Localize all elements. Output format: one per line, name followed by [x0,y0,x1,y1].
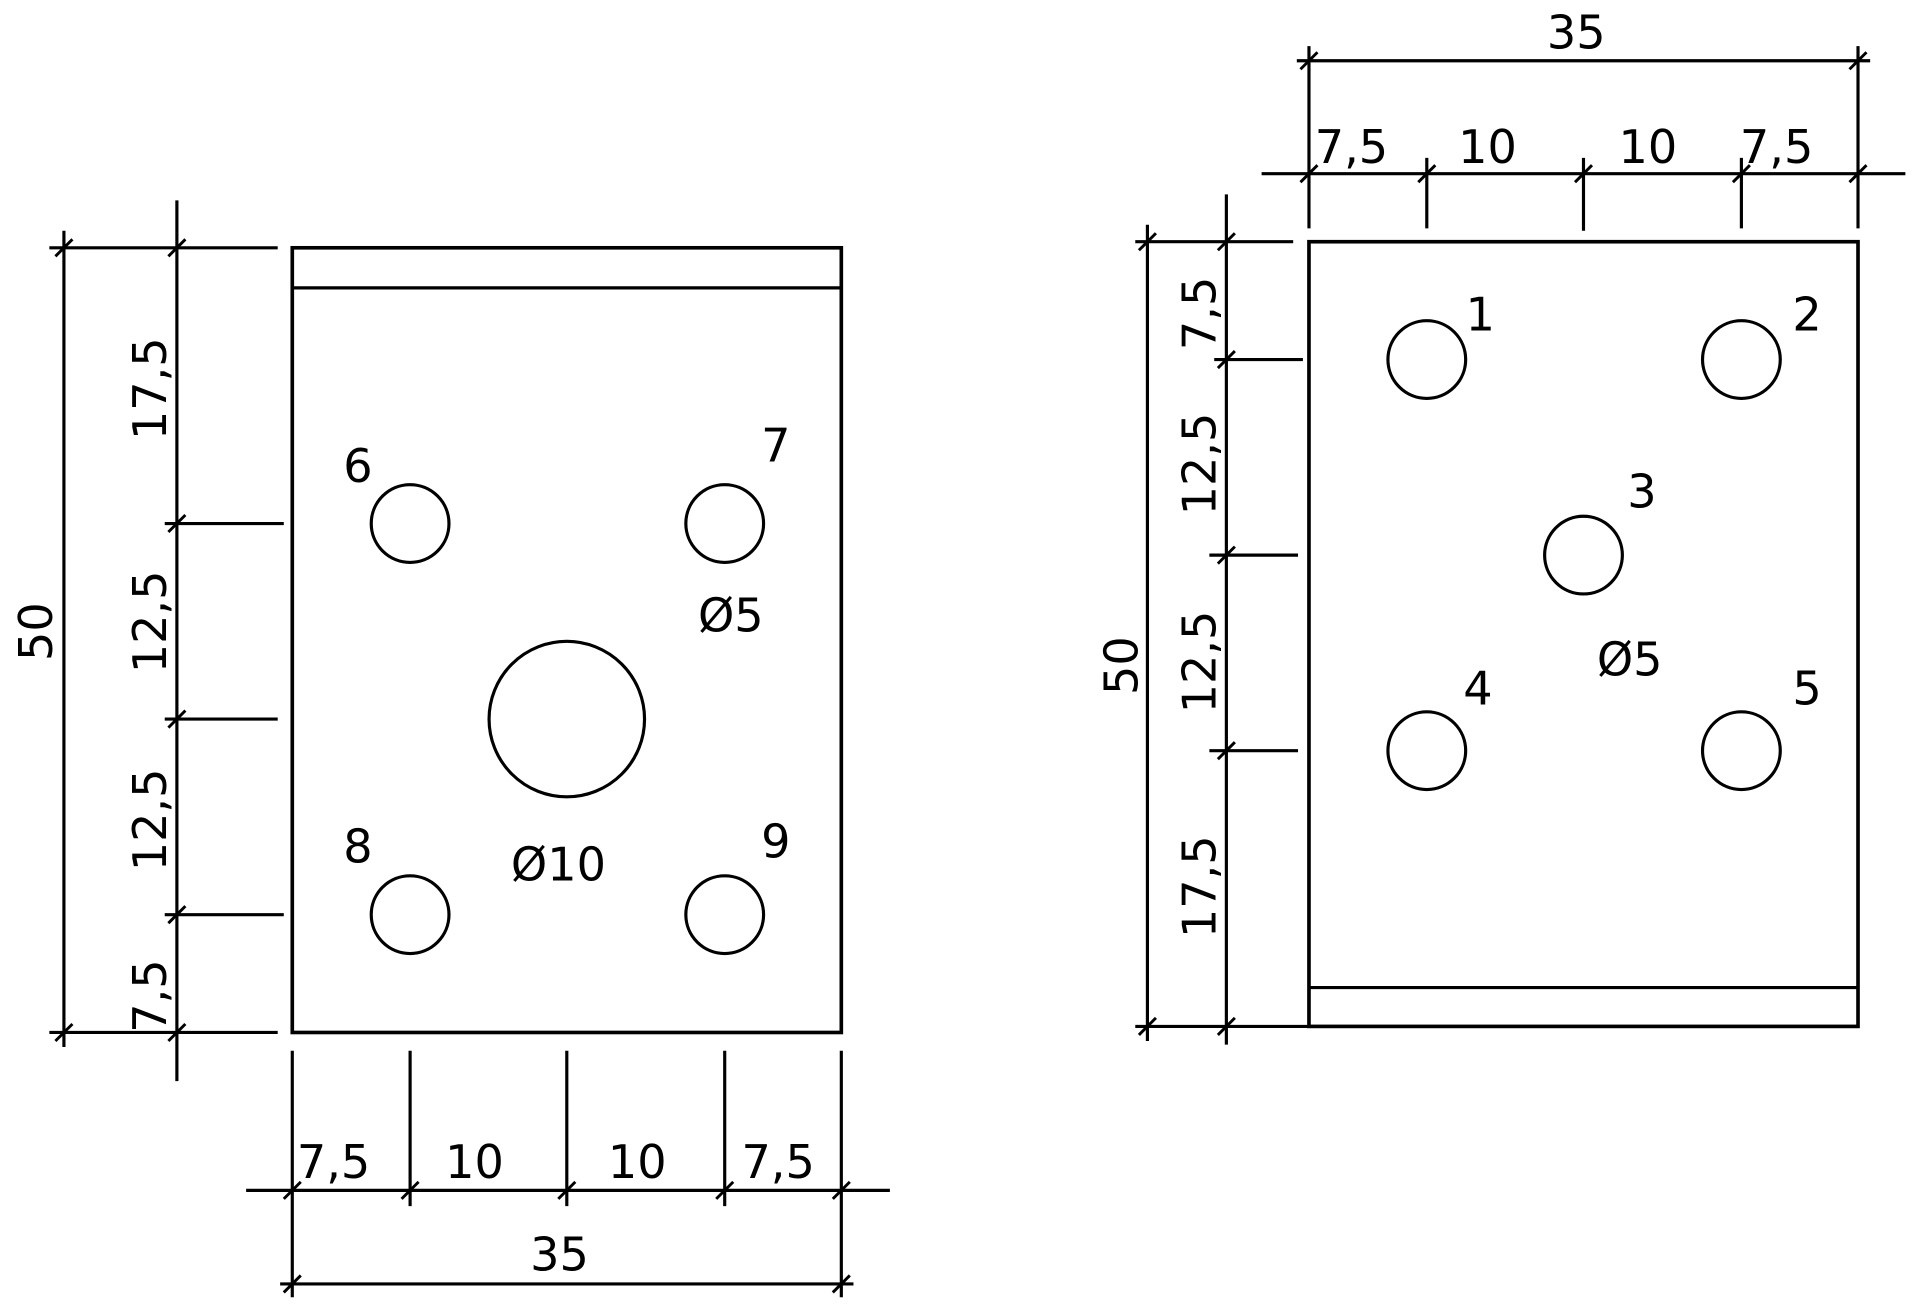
hole-6 [369,483,451,564]
large-hole-diameter: Ø10 [511,838,606,892]
dim-label: 7,5 [1740,120,1813,174]
hole-3 [1543,514,1624,596]
dim-label: 7,5 [1315,120,1388,174]
hole-label: 2 [1792,287,1821,341]
dim-label: 7,5 [1172,277,1226,350]
small-hole-diameter: Ø5 [698,589,764,643]
hole-label: 7 [761,419,790,473]
right-view: 1 2 3 4 5 Ø5 35 7,5 10 10 7,5 [1095,6,1906,1045]
dim-label: 12,5 [1172,413,1226,516]
dim-label: 12,5 [1172,611,1226,714]
hole-label: 3 [1627,465,1656,519]
dim-label: 12,5 [123,571,177,674]
dim-total-width: 35 [1547,6,1606,60]
hole-5 [1700,710,1782,792]
right-horizontal-dimensions: 35 7,5 10 10 7,5 [1261,6,1906,231]
dim-label: 17,5 [123,337,177,440]
left-view: 6 7 8 9 Ø5 Ø10 50 17,5 12,5 12,5 7,5 [9,200,890,1298]
hole-7 [684,483,766,564]
hole-4 [1386,710,1468,792]
hole-label: 5 [1792,662,1821,716]
large-hole [487,639,647,799]
hole-label: 9 [761,815,790,869]
dim-total-width: 35 [530,1228,589,1282]
dim-label: 7,5 [741,1135,814,1189]
hole-label: 4 [1463,662,1492,716]
dim-label: 7,5 [297,1135,370,1189]
hole-label: 8 [343,819,372,873]
hole-label: 1 [1466,287,1495,341]
dim-label: 10 [1458,120,1517,174]
hole-8 [369,874,451,956]
dim-label: 10 [1619,120,1678,174]
right-vertical-dimensions: 50 7,5 12,5 12,5 17,5 [1095,194,1309,1045]
dim-label: 10 [608,1135,667,1189]
left-horizontal-dimensions: 7,5 10 10 7,5 35 [246,1050,890,1298]
hole-label: 6 [343,439,372,493]
hole-9 [684,874,766,956]
hole-2 [1700,319,1782,400]
hole-diameter: Ø5 [1597,632,1663,686]
hole-1 [1386,319,1468,400]
dim-label: 12,5 [123,769,177,872]
dim-label: 7,5 [123,959,177,1032]
left-vertical-dimensions: 50 17,5 12,5 12,5 7,5 [9,200,284,1082]
dim-label: 17,5 [1172,835,1226,938]
dim-label: 10 [445,1135,504,1189]
dim-total-height: 50 [1095,636,1149,695]
dim-total-height: 50 [9,602,63,661]
